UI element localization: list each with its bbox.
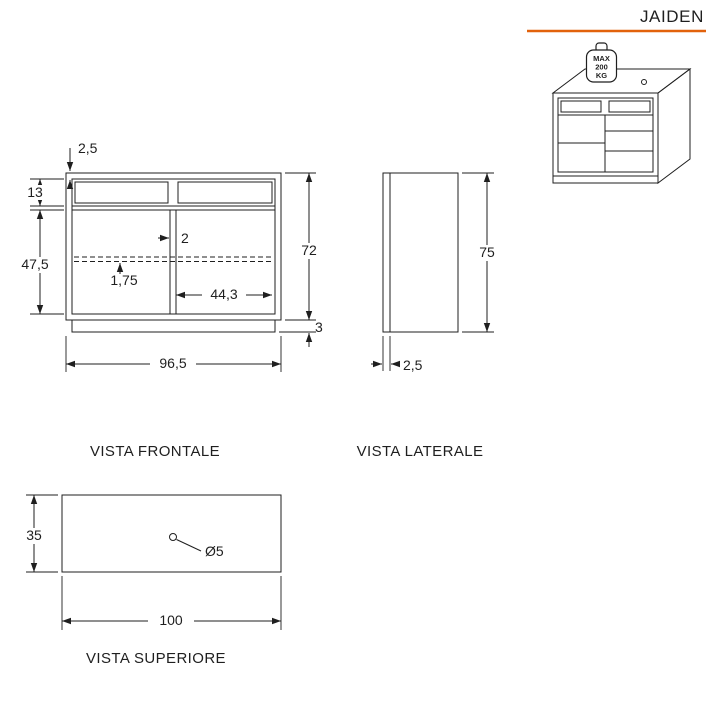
dim-text-bg (148, 613, 194, 629)
side-outline (382, 172, 459, 333)
dim-total-width-value: 96,5 (159, 355, 186, 371)
dim-inner-width-value: 44,3 (210, 286, 237, 302)
dim-text-bg (150, 356, 196, 372)
cabinet-side-face (657, 68, 691, 184)
dim-shelf-thickness-value: 1,75 (110, 272, 137, 288)
dim-total-width: 96,5 (65, 336, 282, 372)
dim-base-height-value: 3 (315, 319, 323, 335)
dim-hole-diameter-value: Ø5 (205, 543, 224, 559)
top-outline (61, 494, 282, 573)
header: JAIDEN (527, 7, 706, 33)
label-vista-superiore: VISTA SUPERIORE (86, 650, 226, 667)
dim-side-thickness-value: 2,5 (403, 357, 423, 373)
max-weight-badge-icon: MAX 200 KG (585, 42, 618, 83)
view-labels: VISTA FRONTALE VISTA LATERALE VISTA SUPE… (86, 443, 483, 667)
side-view: 75 2,5 (371, 172, 501, 373)
cable-hole (641, 79, 647, 85)
dim-text-bg (20, 528, 48, 544)
page-title: JAIDEN (640, 7, 704, 26)
dim-shelf-thickness: 1,75 (110, 263, 138, 288)
dim-body-height-value: 72 (301, 242, 317, 258)
front-drawer-right (177, 181, 273, 204)
dim-width: 100 (61, 576, 282, 630)
cabinet-drawer-right (608, 100, 651, 113)
dim-text-bg (15, 257, 55, 273)
front-view: 2,5 13 47,5 2 1,75 (15, 140, 324, 372)
dim-text-bg (24, 185, 46, 200)
badge-text-max: MAX (593, 54, 610, 63)
dim-side-height-value: 75 (479, 244, 495, 260)
dim-door-height-value: 47,5 (21, 256, 48, 272)
label-vista-frontale: VISTA FRONTALE (90, 443, 220, 460)
front-outline (65, 172, 282, 321)
dim-door-height: 47,5 (15, 209, 64, 315)
dim-base-height: 3 (279, 319, 323, 347)
front-base-plinth (71, 319, 276, 333)
hole-leader-line (176, 539, 202, 552)
badge-text-weight: 200 (595, 63, 608, 72)
label-vista-laterale: VISTA LATERALE (357, 443, 484, 460)
product-render: MAX 200 KG (551, 42, 692, 184)
dim-side-thickness: 2,5 (371, 336, 423, 373)
hole-circle (169, 533, 177, 541)
cabinet-drawer-left (560, 100, 602, 113)
dim-body-height: 72 (285, 172, 324, 321)
dim-width-value: 100 (159, 612, 183, 628)
dim-text-bg (473, 245, 501, 261)
front-inner-frame (71, 178, 276, 315)
dim-drawer-height-value: 13 (27, 184, 43, 200)
cabinet-top-face (551, 68, 692, 94)
top-view: Ø5 35 100 (20, 494, 282, 630)
dim-divider-thickness: 2 (158, 230, 189, 246)
dim-top-thickness-value: 2,5 (78, 140, 98, 156)
badge-text-unit: KG (596, 71, 607, 80)
dim-top-thickness: 2,5 (66, 140, 98, 189)
dim-text-bg (294, 243, 324, 259)
dim-inner-width: 44,3 (176, 286, 272, 303)
dim-depth-value: 35 (26, 527, 42, 543)
cabinet-front-face (552, 92, 659, 184)
dim-depth: 35 (20, 494, 58, 573)
dim-text-bg (202, 287, 246, 303)
dim-side-height: 75 (462, 172, 501, 333)
badge-body (585, 49, 618, 83)
front-drawer-left (74, 181, 169, 204)
dim-drawer-height: 13 (24, 178, 64, 207)
dim-divider-thickness-value: 2 (181, 230, 189, 246)
